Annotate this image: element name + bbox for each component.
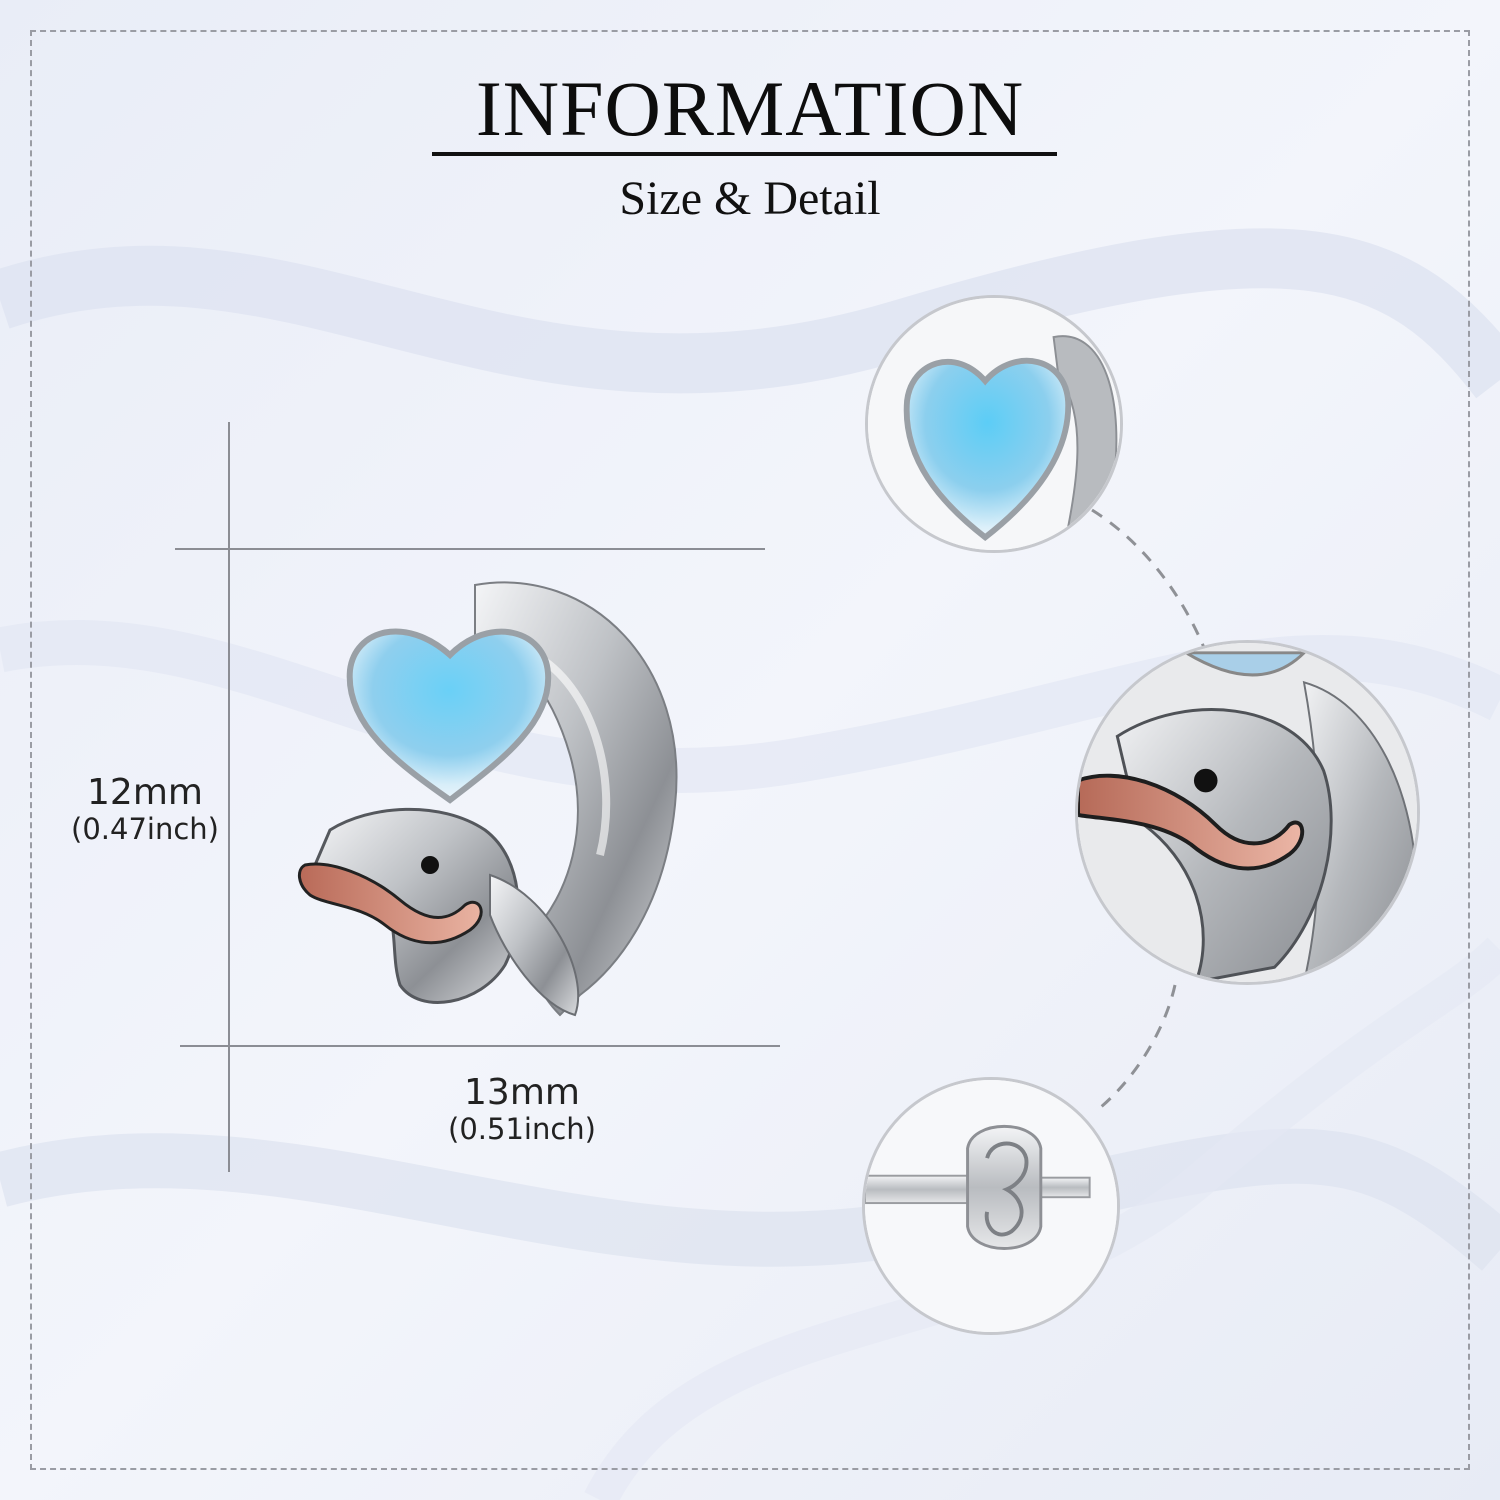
height-dimension-label: 12mm (0.47inch) [40, 775, 250, 844]
dolphin-head-closeup-icon [1078, 643, 1417, 982]
earring-back-closeup-icon [865, 1080, 1117, 1332]
width-mm: 13mm [464, 1072, 580, 1113]
dolphin-earring-image [297, 581, 678, 1017]
top-guide-line [175, 548, 765, 550]
bottom-guide-line [180, 1045, 780, 1047]
heart-moonstone-detail [865, 295, 1123, 553]
height-inch: (0.47inch) [71, 812, 219, 846]
vertical-guide-line [228, 422, 230, 1172]
dolphin-head-detail [1075, 640, 1420, 985]
earring-back-detail [862, 1077, 1120, 1335]
page-subtitle: Size & Detail [619, 172, 881, 225]
width-dimension-label: 13mm (0.51inch) [412, 1075, 632, 1144]
page-title: INFORMATION [475, 65, 1025, 152]
height-mm: 12mm [87, 772, 203, 813]
width-inch: (0.51inch) [448, 1112, 596, 1146]
dashed-frame [30, 30, 1470, 1470]
heart-stone-closeup-icon [868, 298, 1120, 550]
title-underline [432, 152, 1057, 156]
